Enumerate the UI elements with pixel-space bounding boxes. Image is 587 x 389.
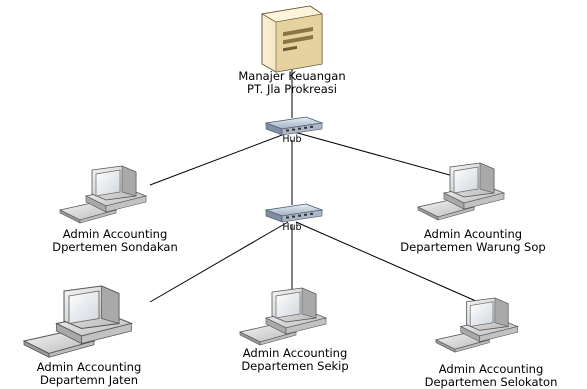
computer-icon: [23, 285, 132, 358]
computer-label-line1: Admin Accounting: [242, 346, 348, 360]
computer-icon: [59, 165, 147, 224]
link-hub2-selokaton: [295, 221, 486, 306]
connections: [149, 60, 486, 306]
computer-label-line2: Departemen Sekip: [241, 359, 349, 373]
computer-icon: [239, 287, 327, 346]
link-hub2-jaten: [149, 221, 289, 303]
computer-label-sondakan: Admin Accounting Dpertemen Sondakan: [20, 228, 210, 254]
link-hub1-sondakan: [149, 131, 291, 186]
computer-icon: [435, 297, 519, 353]
computer-icon: [417, 162, 505, 221]
link-hub1-warungsop: [293, 131, 476, 183]
server-icon: [260, 5, 324, 73]
computer-label-line2: Departemen Warung Sop: [400, 240, 546, 254]
computer-label-line2: Dpertemen Sondakan: [52, 240, 178, 254]
computer-label-line2: Departemn Jaten: [39, 373, 139, 387]
server-label-line1: Manajer Keuangan: [238, 69, 346, 83]
computer-label-line1: Admin Accounting: [62, 227, 168, 241]
server-label-line2: PT. Jla Prokreasi: [247, 82, 337, 96]
computer-label-jaten: Admin Accounting Departemn Jaten: [4, 361, 174, 387]
hub-label: Hub: [282, 134, 302, 145]
computer-label-sekip: Admin Accounting Departemen Sekip: [210, 347, 380, 373]
computer-label-selokaton: Admin Accounting Departemen Selokaton: [396, 363, 586, 389]
computer-label-line1: Admin Acounting: [423, 227, 523, 241]
hub-icon: [265, 203, 323, 223]
computer-label-line1: Admin Accounting: [438, 362, 544, 376]
hub-label: Hub: [282, 222, 302, 233]
computer-label-line2: Departemen Selokaton: [424, 375, 558, 389]
computer-label-line1: Admin Accounting: [36, 360, 142, 374]
server-label: Manajer Keuangan PT. Jla Prokreasi: [226, 70, 358, 96]
computer-label-warungsop: Admin Acounting Departemen Warung Sop: [368, 228, 578, 254]
hub-icon: [265, 116, 323, 136]
